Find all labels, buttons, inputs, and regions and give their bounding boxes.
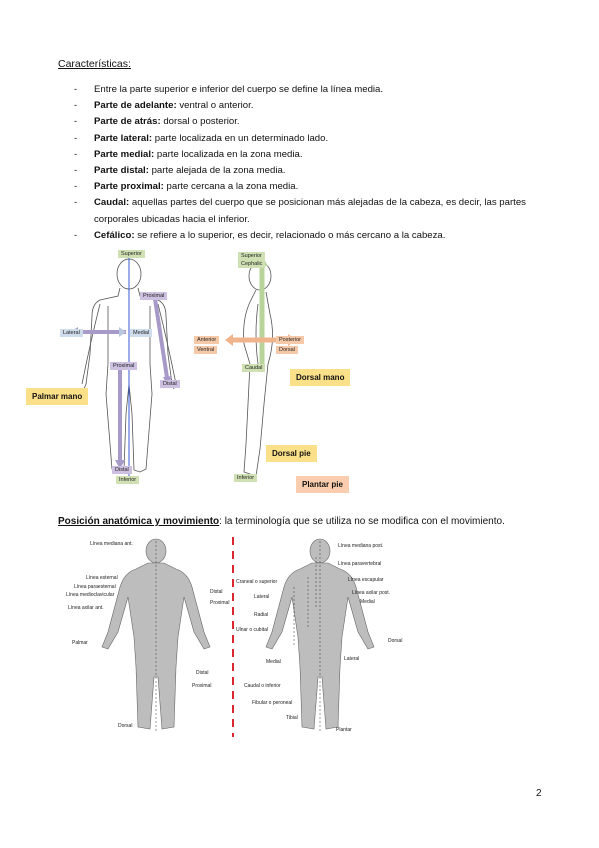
label-caudal-inferior: Caudal o inferior <box>244 683 281 689</box>
palmar-mano-callout: Palmar mano <box>26 388 89 405</box>
medial-tag: Medial <box>130 329 153 337</box>
anatomy-illustration <box>101 537 375 737</box>
section-anatomical-position: Posición anatómica y movimiento: la term… <box>58 516 505 527</box>
label-linea-mediana-ant: Línea mediana ant. <box>90 541 133 547</box>
label-palmar: Palmar <box>72 640 88 646</box>
label-linea-paraesternal: Línea paraesternal <box>74 584 116 590</box>
label-proximal-top: Proximal <box>210 600 230 606</box>
lateral-tag: Lateral <box>60 329 83 337</box>
label-linea-mediana-post: Línea mediana post. <box>338 543 384 549</box>
page-number: 2 <box>536 788 542 799</box>
distal-hand-tag: Distal <box>160 380 180 388</box>
list-item: Parte medial: parte localizada en la zon… <box>58 147 548 163</box>
label-linea-axilar-post: Línea axilar post. <box>352 590 391 596</box>
label-craneal-superior: Craneal o superior <box>236 579 278 585</box>
list-item: Parte de atrás: dorsal o posterior. <box>58 114 548 130</box>
posterior-tag: Posterior <box>276 336 305 344</box>
inferior-front-tag: Inferior <box>116 476 140 484</box>
label-ulnar: Ulnar o cubital <box>236 627 268 633</box>
label-lateral-low: Lateral <box>344 656 360 662</box>
proximal-arm-tag: Proximal <box>140 292 168 300</box>
superior-front-tag: Superior <box>118 250 145 258</box>
label-tibial: Tibial <box>286 715 298 721</box>
proximal-leg-tag: Proximal <box>110 362 138 370</box>
superior-side-tag: Superior <box>238 252 265 260</box>
label-plantar: Plantar <box>336 727 352 733</box>
label-medial-right: Medial <box>360 599 375 605</box>
label-linea-paravertebral: Línea paravertebral <box>338 561 382 567</box>
list-item: Cefálico: se refiere a lo superior, es d… <box>58 228 548 244</box>
distal-foot-tag: Distal <box>112 466 132 474</box>
label-proximal-bottom: Proximal <box>192 683 212 689</box>
label-lateral-back: Lateral <box>254 594 270 600</box>
caudal-tag: Caudal <box>242 364 266 372</box>
label-distal-bottom: Distal <box>196 670 209 676</box>
characteristics-list: Entre la parte superior e inferior del c… <box>58 82 548 244</box>
label-medial-left: Medial <box>266 659 281 665</box>
label-linea-esternal: Línea esternal <box>86 575 118 581</box>
anterior-tag: Anterior <box>194 336 220 344</box>
label-radial: Radial <box>254 612 269 618</box>
ventral-tag: Ventral <box>194 346 218 354</box>
list-item: Caudal: aquellas partes del cuerpo que s… <box>58 195 548 227</box>
dorsal-tag: Dorsal <box>276 346 298 354</box>
anatomical-position-figure: Línea mediana ant. Línea esternal Línea … <box>58 537 408 737</box>
label-linea-medioclavicular: Línea medioclavicular <box>66 592 115 598</box>
section-heading: Características: <box>58 58 131 70</box>
plantar-pie-callout: Plantar pie <box>296 476 349 493</box>
list-item: Parte proximal: parte cercana a la zona … <box>58 179 548 195</box>
list-item: Entre la parte superior e inferior del c… <box>58 82 548 98</box>
list-item: Parte lateral: parte localizada en un de… <box>58 131 548 147</box>
dorsal-mano-callout: Dorsal mano <box>290 369 351 386</box>
label-fibular: Fibular o peroneal <box>252 700 293 706</box>
label-dorsal-back: Dorsal <box>388 638 403 644</box>
list-item: Parte distal: parte alejada de la zona m… <box>58 163 548 179</box>
label-distal-top: Distal <box>210 589 223 595</box>
list-item: Parte de adelante: ventral o anterior. <box>58 98 548 114</box>
label-dorsal-front: Dorsal <box>118 723 133 729</box>
label-linea-axilar-ant: Línea axilar ant. <box>68 605 104 611</box>
inferior-side-tag: Inferior <box>234 474 258 482</box>
label-linea-escapular: Línea escapular <box>348 577 384 583</box>
cephalic-tag: Cephalic <box>238 260 266 268</box>
dorsal-pie-callout: Dorsal pie <box>266 445 317 462</box>
directional-terms-figure: Superior Proximal Lateral Medial Proxima… <box>20 244 400 494</box>
